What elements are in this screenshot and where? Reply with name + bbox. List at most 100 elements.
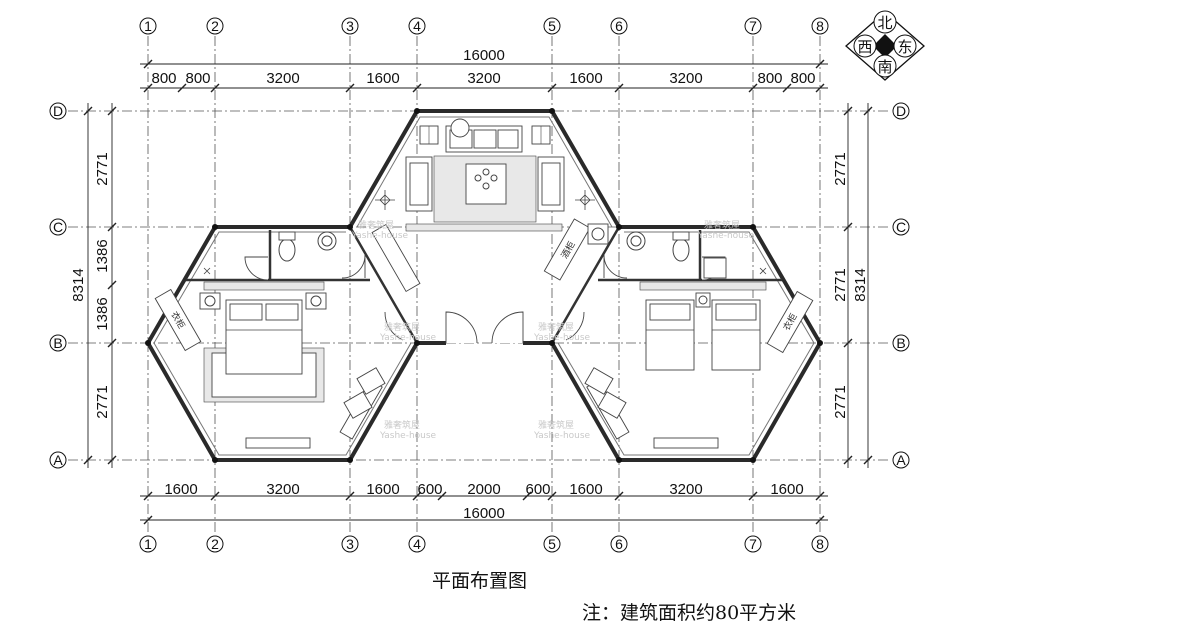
- dim-label: 800: [790, 70, 815, 87]
- axis-marker: 5: [543, 17, 561, 35]
- dim-label: 2771: [94, 152, 111, 185]
- dim-label: 3200: [669, 70, 702, 87]
- dim-label: 600: [525, 481, 550, 498]
- right-bathroom: [626, 231, 767, 279]
- dim-label: 1600: [366, 70, 399, 87]
- right-bedroom-furniture: 衣柜: [584, 281, 814, 449]
- svg-text:Yashe-house: Yashe-house: [379, 431, 437, 441]
- exterior-walls: [146, 109, 822, 462]
- svg-text:A: A: [896, 452, 906, 468]
- interior-partitions: [186, 230, 782, 282]
- right-dimensions: 2771 2771 2771 8314: [832, 103, 873, 468]
- bottom-overall-dim: 16000: [463, 505, 505, 522]
- right-axis-markers: D C B A: [892, 102, 910, 469]
- watermarks: 雅奢筑屋 Yashe-house 雅奢筑屋 Yashe-house 雅奢筑屋 Y…: [351, 219, 755, 441]
- dim-label: 1600: [569, 481, 602, 498]
- left-bedroom-furniture: 衣柜: [154, 281, 386, 449]
- compass: 北 东 南 西: [845, 10, 925, 81]
- svg-text:Yashe-house: Yashe-house: [379, 333, 437, 343]
- compass-south: 南: [877, 58, 892, 76]
- axis-marker: 7: [744, 17, 762, 35]
- dim-label: 800: [185, 70, 210, 87]
- axis-marker: 7: [744, 535, 762, 553]
- dim-label: 2771: [832, 152, 849, 185]
- axis-marker: D: [892, 102, 910, 120]
- left-dimensions: 2771 1386 1386 2771 8314: [70, 103, 117, 468]
- axis-marker: B: [892, 334, 910, 352]
- svg-text:雅奢筑屋: 雅奢筑屋: [704, 219, 740, 231]
- svg-text:Yashe-house: Yashe-house: [533, 431, 591, 441]
- axis-marker: 1: [139, 17, 157, 35]
- svg-text:D: D: [896, 103, 906, 119]
- svg-text:2: 2: [211, 536, 219, 552]
- bottom-axis-markers: 1 2 3 4 5 6 7 8: [139, 535, 829, 553]
- axis-marker: 1: [139, 535, 157, 553]
- dim-label: 3200: [467, 70, 500, 87]
- axis-marker: 8: [811, 17, 829, 35]
- axis-marker: B: [49, 334, 67, 352]
- axis-marker: 4: [408, 17, 426, 35]
- svg-text:C: C: [896, 219, 906, 235]
- dim-label: 600: [417, 481, 442, 498]
- axis-marker: D: [49, 102, 67, 120]
- left-overall-dim: 8314: [70, 268, 87, 301]
- svg-text:雅奢筑屋: 雅奢筑屋: [358, 219, 394, 231]
- area-note: 注：建筑面积约80平方米: [582, 602, 797, 624]
- living-room-furniture: [375, 118, 595, 232]
- right-overall-dim: 8314: [852, 268, 869, 301]
- dim-label: 2771: [832, 268, 849, 301]
- axis-marker: 4: [408, 535, 426, 553]
- axis-marker: 3: [341, 535, 359, 553]
- dim-label: 1600: [569, 70, 602, 87]
- svg-text:B: B: [896, 335, 905, 351]
- svg-text:D: D: [53, 103, 63, 119]
- svg-text:1: 1: [144, 536, 152, 552]
- dim-label: 800: [151, 70, 176, 87]
- axis-marker: 5: [543, 535, 561, 553]
- dim-label: 1386: [94, 297, 111, 330]
- dim-label: 1386: [94, 239, 111, 272]
- dim-label: 2000: [467, 481, 500, 498]
- svg-text:Yashe-house: Yashe-house: [533, 333, 591, 343]
- svg-text:7: 7: [749, 536, 757, 552]
- dim-label: 1600: [770, 481, 803, 498]
- dim-label: 800: [757, 70, 782, 87]
- wine-cabinets: 酒柜: [371, 218, 609, 293]
- dim-label: 3200: [266, 70, 299, 87]
- svg-text:Yashe-house: Yashe-house: [697, 231, 755, 241]
- axis-marker: 8: [811, 535, 829, 553]
- svg-text:3: 3: [346, 536, 354, 552]
- svg-text:8: 8: [816, 18, 824, 34]
- compass-east: 东: [897, 38, 912, 56]
- axis-marker: C: [49, 218, 67, 236]
- dim-label: 1600: [164, 481, 197, 498]
- axis-marker: 3: [341, 17, 359, 35]
- dim-label: 2771: [832, 385, 849, 418]
- svg-text:6: 6: [615, 18, 623, 34]
- dim-label: 3200: [266, 481, 299, 498]
- svg-text:A: A: [53, 452, 63, 468]
- svg-text:5: 5: [548, 536, 556, 552]
- svg-text:B: B: [53, 335, 62, 351]
- dim-label: 3200: [669, 481, 702, 498]
- top-axis-markers: 1 2 3 4 5 6 7 8: [139, 17, 829, 35]
- svg-text:4: 4: [413, 18, 421, 34]
- axis-marker: A: [892, 451, 910, 469]
- svg-text:雅奢筑屋: 雅奢筑屋: [384, 321, 420, 333]
- plan-title: 平面布置图: [432, 570, 528, 592]
- svg-text:C: C: [53, 219, 63, 235]
- svg-text:4: 4: [413, 536, 421, 552]
- axis-marker: 6: [610, 17, 628, 35]
- top-dimensions: 16000 800 800 3200 1600 3200 1600 3200 8…: [140, 47, 828, 93]
- axis-marker: C: [892, 218, 910, 236]
- dim-label: 2771: [94, 385, 111, 418]
- svg-text:6: 6: [615, 536, 623, 552]
- svg-text:5: 5: [548, 18, 556, 34]
- compass-north: 北: [877, 14, 892, 32]
- svg-text:雅奢筑屋: 雅奢筑屋: [384, 419, 420, 431]
- svg-text:7: 7: [749, 18, 757, 34]
- svg-text:雅奢筑屋: 雅奢筑屋: [538, 321, 574, 333]
- compass-west: 西: [857, 38, 872, 56]
- axis-marker: A: [49, 451, 67, 469]
